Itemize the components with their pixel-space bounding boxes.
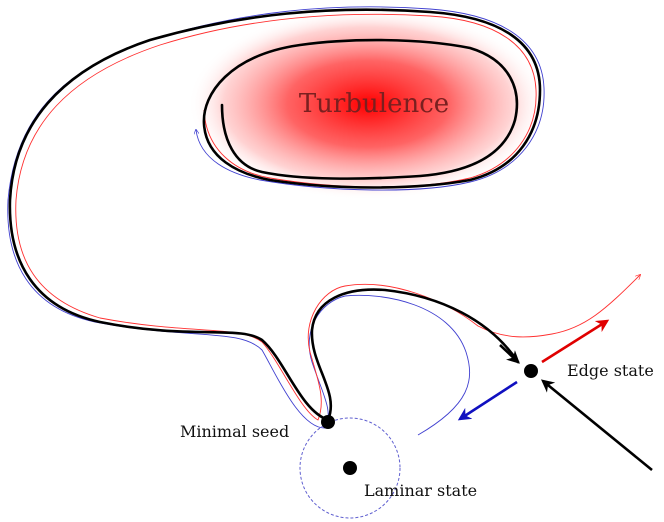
minimal-seed-label: Minimal seed — [180, 422, 289, 441]
turbulence-region — [188, 8, 548, 200]
laminar-state-point — [343, 461, 357, 475]
unstable-arrow-red — [541, 319, 610, 364]
laminar-state-label: Laminar state — [364, 481, 477, 500]
edge-state-label: Edge state — [567, 361, 654, 380]
laminar-basin — [299, 417, 401, 519]
stable-arrow — [540, 379, 653, 472]
trajectory-main — [8, 8, 542, 422]
minimal-seed-point — [321, 415, 335, 429]
edge-state-point — [524, 364, 538, 378]
unstable-arrow-blue — [457, 380, 518, 421]
trajectory-arrow — [499, 344, 520, 364]
trajectory-blue — [7, 6, 545, 436]
turbulence-label: Turbulence — [299, 89, 449, 119]
trajectory-red — [15, 13, 640, 421]
